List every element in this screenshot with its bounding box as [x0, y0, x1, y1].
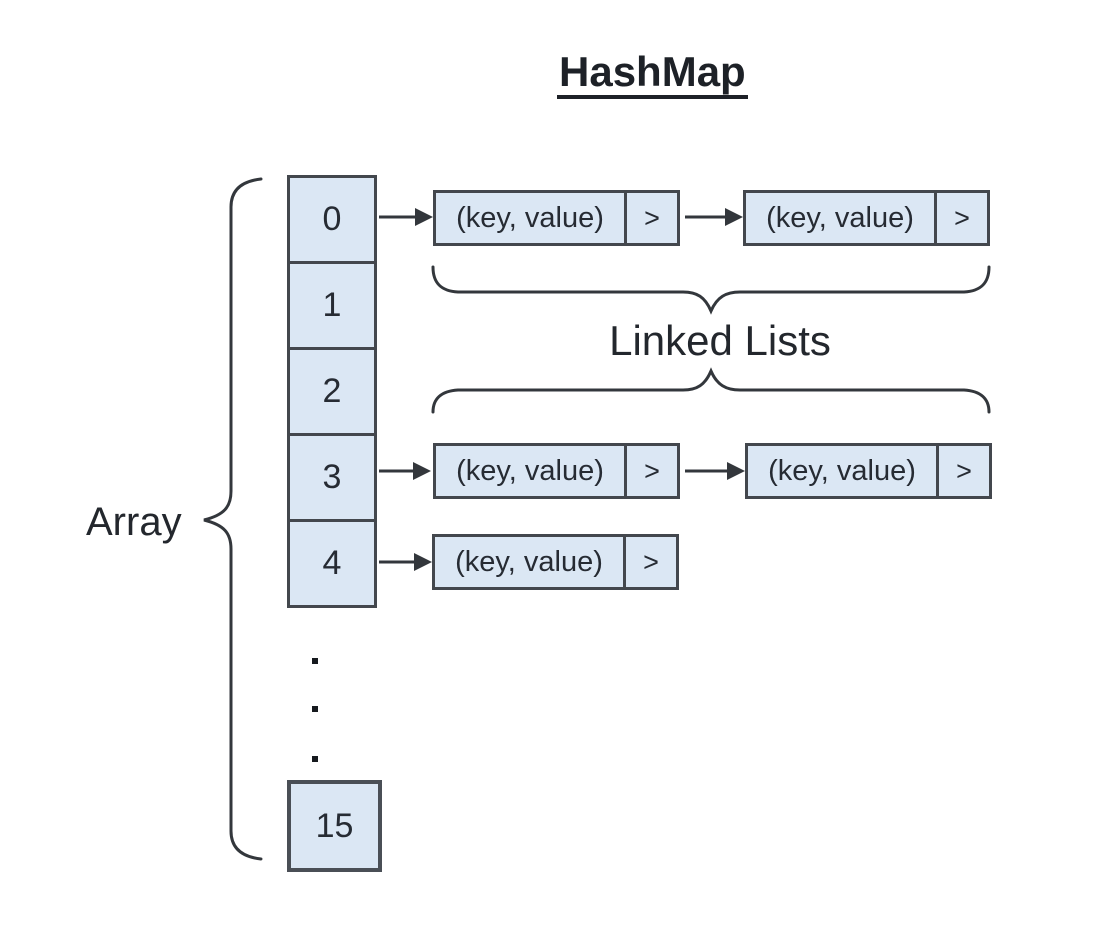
list-node: (key, value) >: [433, 190, 680, 246]
linked-lists-underbrace: [431, 265, 991, 315]
linked-lists-overbrace: [431, 367, 991, 414]
node-key-value: (key, value): [743, 190, 937, 246]
array-cell-0: 0: [322, 200, 342, 238]
node-next-pointer: >: [936, 443, 992, 499]
list-node: (key, value) >: [433, 443, 680, 499]
node-key-value: (key, value): [432, 534, 626, 590]
list-node: (key, value) >: [745, 443, 992, 499]
node-next-pointer: >: [623, 534, 679, 590]
arrow-bucket4-node1: [379, 553, 432, 571]
arrow-row0-node1-node2: [685, 208, 743, 226]
array-brace: [203, 177, 263, 861]
arrow-row3-node1-node2: [685, 462, 745, 480]
arrow-bucket3-node1: [379, 462, 431, 480]
list-node: (key, value) >: [432, 534, 679, 590]
array-cell-1: 1: [290, 261, 374, 347]
arrow-bucket0-node1: [379, 208, 433, 226]
diagram-title: HashMap: [557, 51, 748, 99]
ellipsis-dot: [312, 756, 318, 762]
array-column: 0 1 2 3 4: [287, 175, 377, 608]
node-key-value: (key, value): [433, 190, 627, 246]
linked-lists-label: Linked Lists: [609, 317, 831, 364]
array-cell-4: 4: [290, 519, 374, 605]
ellipsis-dot: [312, 658, 318, 664]
array-cell-15: 15: [287, 780, 382, 872]
node-next-pointer: >: [934, 190, 990, 246]
node-next-pointer: >: [624, 443, 680, 499]
node-next-pointer: >: [624, 190, 680, 246]
array-cell-3: 3: [290, 433, 374, 519]
node-key-value: (key, value): [745, 443, 939, 499]
ellipsis-dot: [312, 706, 318, 712]
array-cell-2: 2: [290, 347, 374, 433]
array-label: Array: [86, 500, 182, 544]
node-key-value: (key, value): [433, 443, 627, 499]
list-node: (key, value) >: [743, 190, 990, 246]
